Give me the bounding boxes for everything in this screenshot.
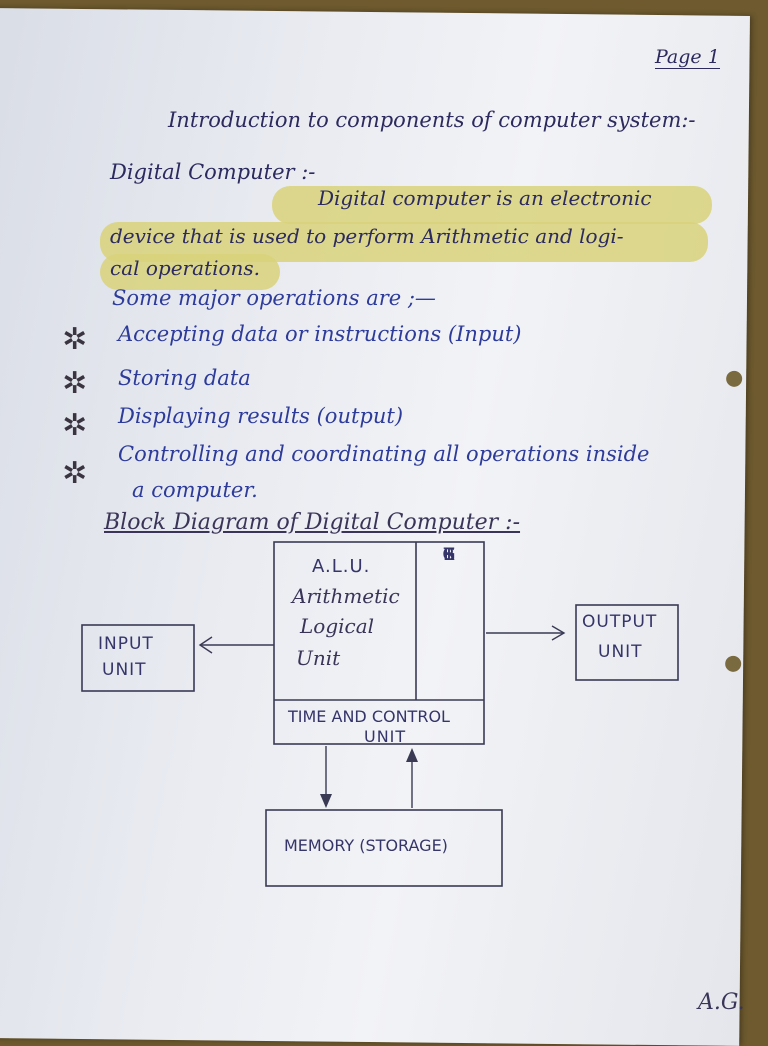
control-unit-label: UNIT [364, 727, 407, 746]
definition-line: device that is used to perform Arithmeti… [110, 224, 624, 248]
output-unit-label: OUTPUT [582, 612, 658, 632]
page-title: Introduction to components of computer s… [168, 108, 696, 132]
list-item: Controlling and coordinating all operati… [118, 442, 650, 466]
highlight-mark [100, 254, 280, 290]
bullet-star-icon: ✲ [62, 408, 88, 443]
diagram-title: Block Diagram of Digital Computer :- [104, 510, 521, 535]
output-unit-label: UNIT [598, 642, 643, 662]
alu-label: Logical [300, 614, 375, 638]
list-item: a computer. [132, 478, 258, 502]
memory-unit-label: MEMORY (STORAGE) [284, 836, 448, 855]
bullet-star-icon: ✲ [62, 456, 88, 491]
bullet-star-icon: ✲ [62, 322, 88, 357]
input-unit-label: UNIT [102, 660, 147, 680]
operations-intro: Some major operations are ;— [112, 286, 436, 310]
list-item: Storing data [118, 366, 251, 390]
definition-line: Digital computer is an electronic [318, 186, 652, 210]
list-item: Accepting data or instructions (Input) [118, 322, 522, 346]
alu-label: Arithmetic [292, 584, 400, 608]
alu-label: Unit [296, 646, 341, 670]
signature: A.G. [698, 990, 745, 1015]
bullet-star-icon: ✲ [62, 366, 88, 401]
control-unit-label: TIME AND CONTROL [288, 707, 450, 726]
definition-line: cal operations. [110, 256, 261, 280]
input-unit-label: INPUT [98, 634, 154, 654]
section-heading-digital-computer: Digital Computer :- [110, 160, 316, 184]
page-number: Page 1 [655, 46, 720, 69]
list-item: Displaying results (output) [118, 404, 404, 428]
block-diagram-lines [81, 541, 679, 887]
highlight-mark [272, 186, 712, 224]
alu-abbr-label: A.L.U. [312, 556, 371, 577]
